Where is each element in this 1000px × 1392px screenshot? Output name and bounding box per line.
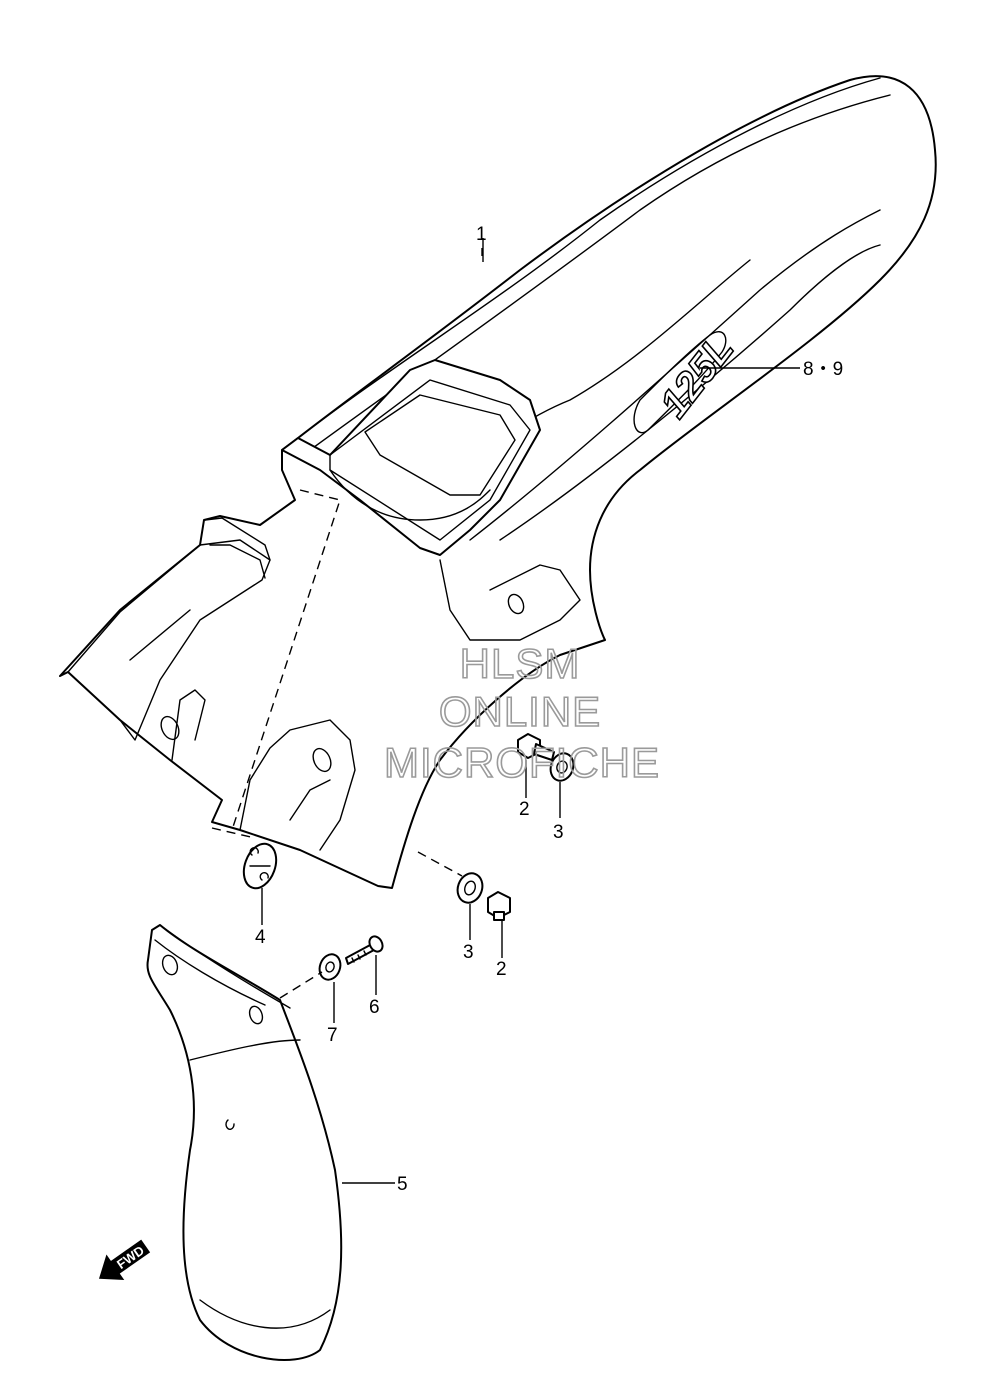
callout-3-upper: 3 xyxy=(553,822,564,843)
callout-4: 4 xyxy=(255,927,266,948)
bolt-lower xyxy=(487,891,511,921)
callout-7: 7 xyxy=(327,1025,338,1046)
callout-6: 6 xyxy=(369,997,380,1018)
screw-part-6 xyxy=(345,935,384,965)
watermark-line-3: MICROFICHE xyxy=(384,739,660,786)
callout-5: 5 xyxy=(397,1174,408,1195)
watermark-line-2: ONLINE xyxy=(439,688,601,735)
callout-1: 1 xyxy=(476,224,487,245)
mud-flap xyxy=(146,924,343,1361)
nut-upper xyxy=(549,752,575,782)
watermark-line-1: HLSM xyxy=(460,640,581,687)
callout-2-upper: 2 xyxy=(519,799,530,820)
rear-fender xyxy=(59,75,937,889)
callout-3-lower: 3 xyxy=(463,942,474,963)
fwd-arrow-icon: FWD xyxy=(98,1239,151,1280)
clip-part-4 xyxy=(242,842,278,890)
bolt-upper xyxy=(517,733,555,761)
callout-8-9: 8・9 xyxy=(803,359,843,380)
callout-2-lower: 2 xyxy=(496,959,507,980)
nut-lower xyxy=(456,872,484,904)
washer-part-7 xyxy=(318,953,342,981)
watermark: HLSM ONLINE MICROFICHE xyxy=(383,639,660,787)
